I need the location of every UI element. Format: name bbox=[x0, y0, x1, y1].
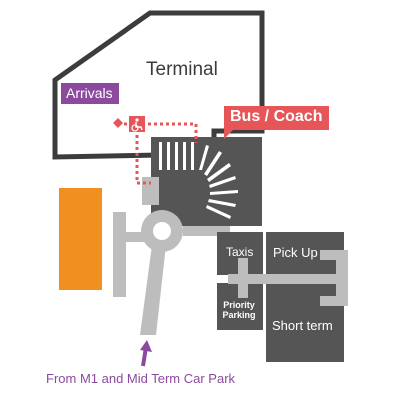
orange-parking-block bbox=[59, 188, 102, 290]
bus-coach-label: Bus / Coach bbox=[224, 106, 330, 139]
arrivals-label: Arrivals bbox=[61, 83, 119, 104]
bus-stands bbox=[159, 142, 238, 219]
approach-road bbox=[140, 245, 166, 335]
arrivals-marker-icon bbox=[113, 118, 123, 128]
left-road-stub bbox=[113, 212, 126, 297]
right-road bbox=[183, 226, 230, 236]
taxis-label: Taxis bbox=[226, 245, 254, 259]
wheelchair-icon bbox=[129, 116, 145, 132]
priority-parking-label: Priority Parking bbox=[222, 300, 256, 320]
top-road bbox=[142, 177, 159, 205]
pick-up-label: Pick Up bbox=[273, 245, 318, 260]
from-route-label: From M1 and Mid Term Car Park bbox=[46, 371, 236, 386]
up-arrow-icon bbox=[140, 340, 152, 367]
short-term-label: Short term bbox=[272, 318, 333, 333]
roundabout-island bbox=[153, 222, 171, 240]
terminal-label: Terminal bbox=[146, 59, 218, 80]
